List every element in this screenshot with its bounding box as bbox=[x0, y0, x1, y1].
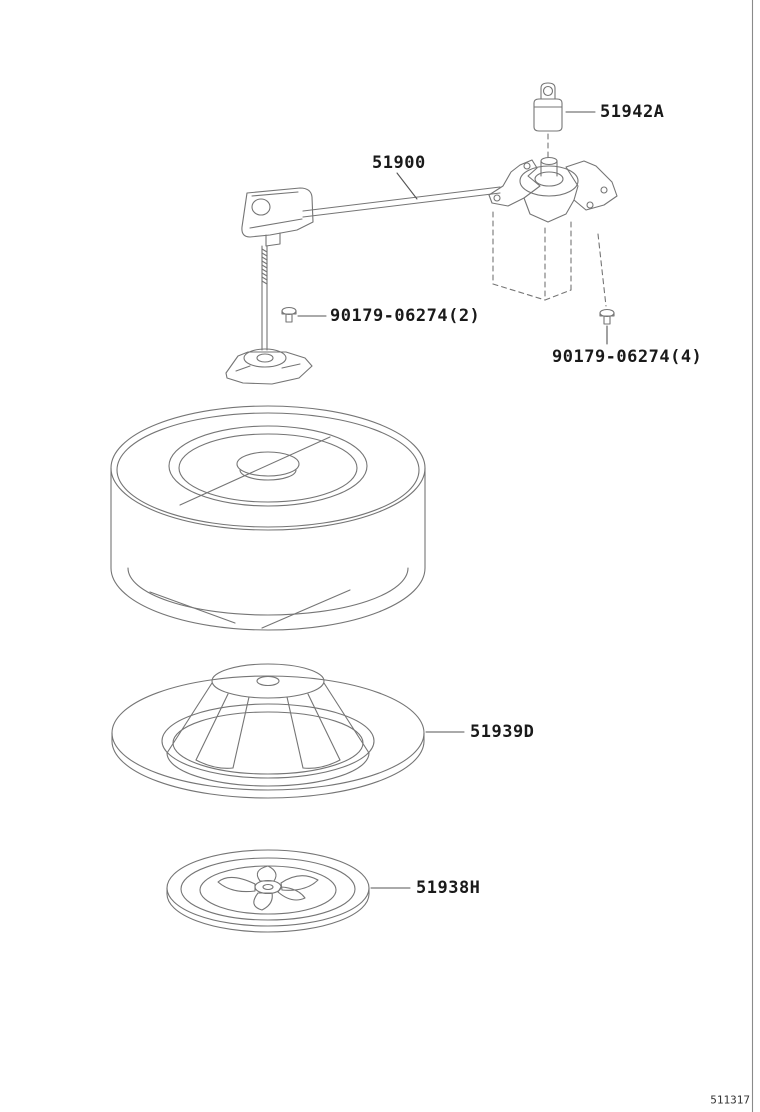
cover-drawing bbox=[111, 663, 425, 799]
bracket-drawing bbox=[241, 187, 314, 247]
mounting-outline-dashed bbox=[492, 211, 607, 307]
label-51938H: 51938H bbox=[416, 878, 481, 898]
foot-plate-drawing bbox=[225, 348, 313, 385]
drawing-number: 511317 bbox=[710, 1093, 750, 1107]
label-51900: 51900 bbox=[372, 153, 426, 173]
leader-51900 bbox=[396, 172, 418, 200]
carrier-rod-drawing bbox=[261, 245, 268, 351]
label-51939D: 51939D bbox=[470, 722, 535, 742]
clamp-drawing bbox=[166, 849, 370, 933]
hook-part-drawing bbox=[533, 82, 563, 132]
winch-drawing bbox=[488, 156, 618, 223]
bolt-right-drawing bbox=[599, 308, 615, 325]
label-51942A: 51942A bbox=[600, 102, 665, 122]
tire-drawing bbox=[110, 405, 426, 631]
label-bolt-left: 90179-06274(2) bbox=[330, 306, 481, 326]
carrier-arm-drawing bbox=[302, 186, 501, 218]
label-bolt-right: 90179-06274(4) bbox=[552, 347, 703, 367]
bolt-left-drawing bbox=[281, 306, 297, 323]
